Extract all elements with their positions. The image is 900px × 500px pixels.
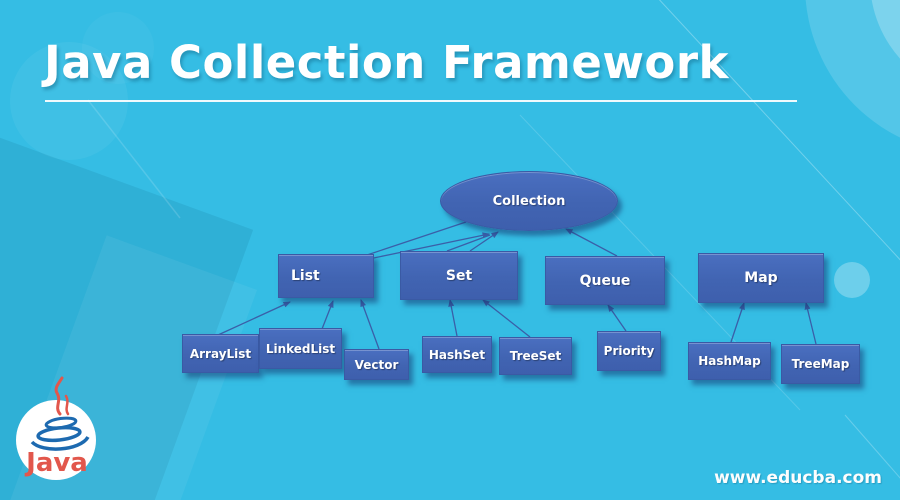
node-set: Set [400, 251, 518, 300]
node-arraylist: ArrayList [182, 334, 259, 373]
node-linkedlist: LinkedList [259, 328, 342, 369]
node-collection: Collection [440, 171, 618, 231]
node-map: Map [698, 253, 824, 303]
node-queue: Queue [545, 256, 665, 305]
node-hashset: HashSet [422, 336, 492, 373]
java-wordmark: Java [24, 448, 88, 478]
node-treeset: TreeSet [499, 337, 572, 375]
website-url: www.educba.com [714, 468, 882, 488]
title-underline [45, 100, 797, 102]
node-treemap: TreeMap [781, 344, 860, 384]
page-title: Java Collection Framework [44, 36, 729, 89]
node-vector: Vector [344, 349, 409, 380]
node-hashmap: HashMap [688, 342, 771, 380]
java-logo-icon: Java [16, 376, 96, 480]
node-priority: Priority [597, 331, 661, 371]
node-list: List [278, 254, 374, 298]
